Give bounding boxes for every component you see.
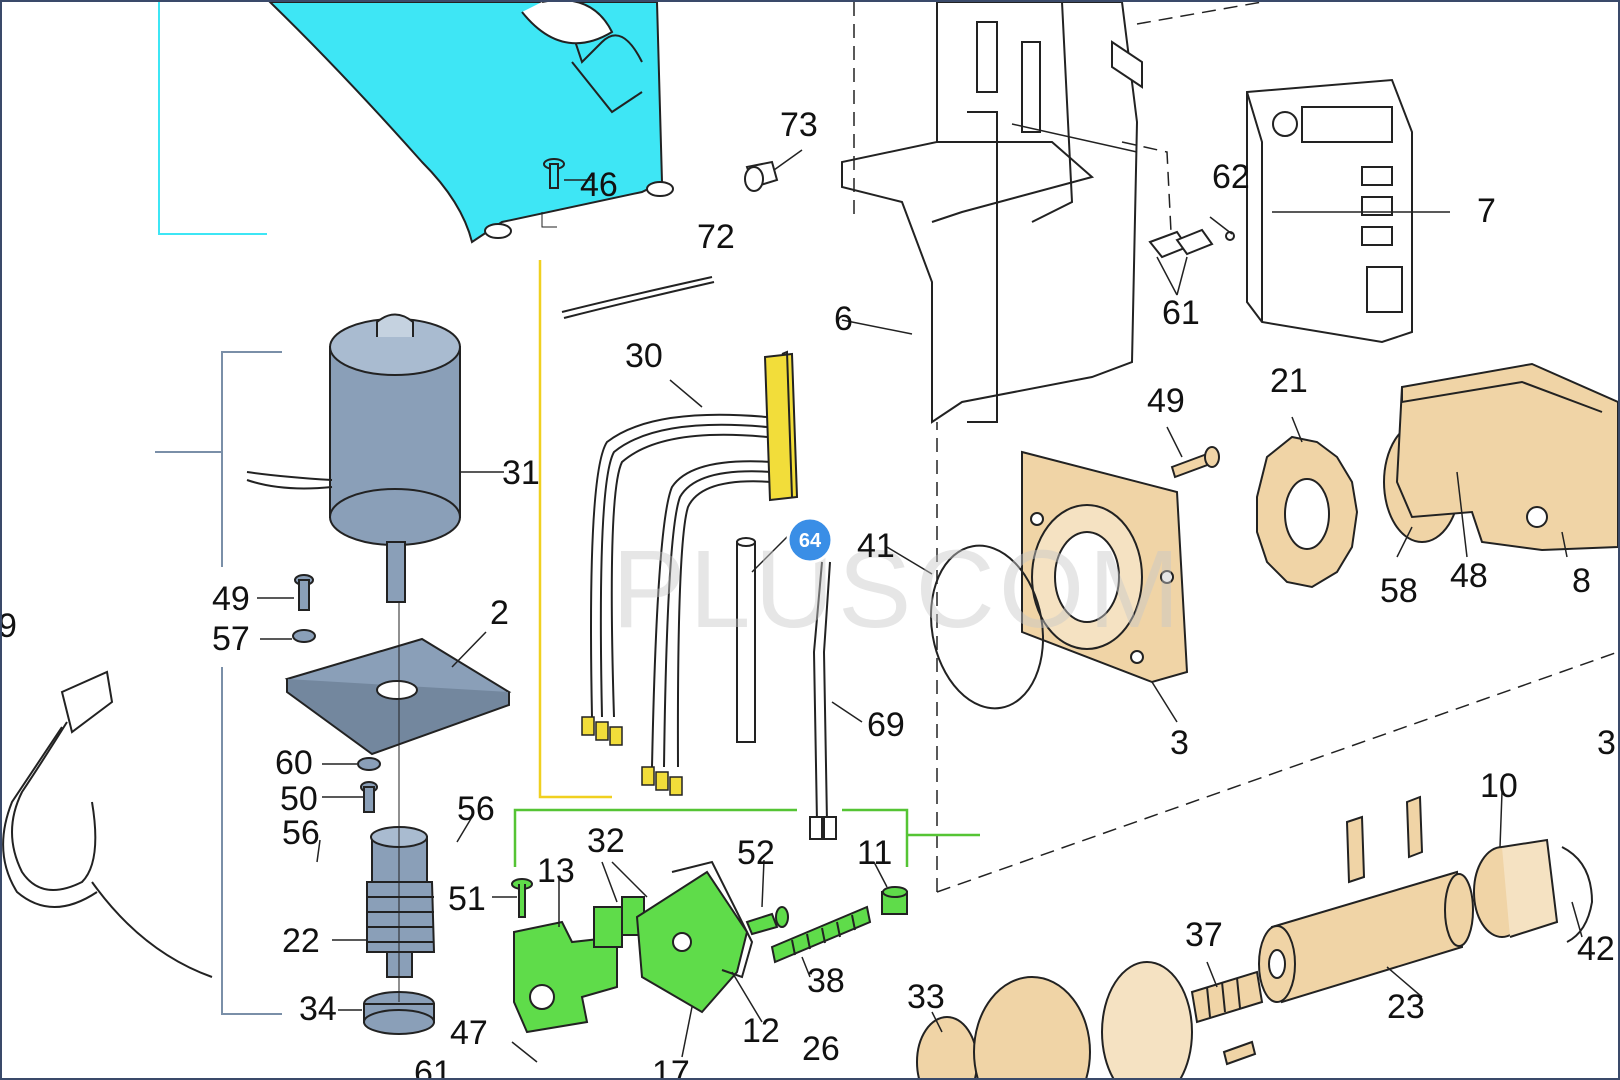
- label-57: 57: [212, 620, 250, 658]
- label-8: 8: [1572, 562, 1591, 600]
- label-48: 48: [1450, 557, 1488, 595]
- washer-part-34: [363, 991, 435, 1035]
- connector-strip: [763, 350, 799, 502]
- label-41: 41: [857, 527, 895, 565]
- label-49-right: 49: [1147, 382, 1185, 420]
- motor-part-31: [246, 313, 461, 603]
- oring-part-41: [929, 544, 1045, 710]
- label-56-right: 56: [457, 790, 495, 828]
- knob-part-11: [881, 886, 908, 915]
- label-37: 37: [1185, 916, 1223, 954]
- label-11: 11: [857, 834, 892, 872]
- label-2: 2: [490, 594, 509, 632]
- flange-part-3: [1021, 450, 1189, 684]
- label-21: 21: [1270, 362, 1308, 400]
- label-31: 31: [502, 454, 540, 492]
- small-hardware-parts: [292, 574, 381, 813]
- label-38: 38: [807, 962, 845, 1000]
- gear-part-21: [1256, 435, 1359, 589]
- label-12: 12: [742, 1012, 780, 1050]
- label-47: 47: [450, 1014, 488, 1052]
- cover-housing: [158, 2, 674, 244]
- gear-housing-part-8: [1395, 362, 1618, 552]
- gear-part-33: [916, 961, 1193, 1078]
- watermark: PLUSCOM: [612, 528, 1184, 651]
- label-22: 22: [282, 922, 320, 960]
- label-50: 50: [280, 780, 318, 818]
- screw-part-51: [511, 878, 533, 918]
- label-61-top: 61: [1162, 294, 1200, 332]
- badge-label: 64: [799, 530, 822, 552]
- part-labels: 73 46 72 62 7 6 61 30 31 49 21 49 57 2 4…: [2, 106, 1616, 1078]
- screw-part-46: [541, 158, 565, 228]
- label-7: 7: [1477, 192, 1496, 230]
- screw-part-73: [744, 160, 779, 192]
- motor-group-bracket: [155, 351, 282, 1015]
- yellow-assembly-line: [538, 260, 612, 799]
- label-17: 17: [652, 1054, 690, 1078]
- leader-lines: [257, 123, 1583, 1063]
- label-58: 58: [1380, 572, 1418, 610]
- label-46: 46: [580, 166, 618, 204]
- part-badge-64[interactable]: 64: [786, 516, 834, 564]
- label-61-bottom: 61: [414, 1054, 452, 1078]
- label-26: 26: [802, 1030, 840, 1068]
- label-69: 69: [867, 706, 905, 744]
- power-cable: [2, 670, 213, 978]
- green-assembly-bracket: [513, 808, 980, 867]
- clips-part-61: [1148, 228, 1235, 259]
- label-72: 72: [697, 218, 735, 256]
- dashed-assembly-lines: [853, 2, 1618, 893]
- label-33: 33: [907, 978, 945, 1016]
- label-10: 10: [1480, 767, 1518, 805]
- wire-harness-part-30: [590, 413, 773, 768]
- rod-part-64: [736, 537, 756, 743]
- label-42: 42: [1577, 930, 1615, 968]
- label-30: 30: [625, 337, 663, 375]
- mounting-plate-part-2: [284, 637, 512, 756]
- label-51: 51: [448, 880, 486, 918]
- label-9: 9: [2, 607, 17, 645]
- spring-part-38: [770, 905, 872, 964]
- wire-terminals: [581, 716, 683, 796]
- label-3-edge: 3: [1597, 724, 1616, 762]
- bushing-part-10: [1473, 838, 1559, 938]
- circlip-part-42: [1561, 846, 1594, 943]
- shaft-part-23: [1258, 795, 1474, 1004]
- wire-part-72: [561, 276, 713, 313]
- label-23: 23: [1387, 988, 1425, 1026]
- label-3: 3: [1170, 724, 1189, 762]
- spring-part-37: [1190, 970, 1264, 1024]
- post-part-6: [841, 2, 1143, 424]
- label-56-left: 56: [282, 814, 320, 852]
- limit-switch-parts: [513, 860, 754, 1034]
- label-34: 34: [299, 990, 337, 1028]
- label-62: 62: [1212, 158, 1250, 196]
- label-73: 73: [780, 106, 818, 144]
- cable-part-69: [809, 561, 837, 840]
- label-32: 32: [587, 822, 625, 860]
- screw-part-52: [745, 906, 789, 936]
- label-13: 13: [537, 852, 575, 890]
- coupling-part-22: [366, 826, 436, 978]
- wire-part-72b: [563, 281, 715, 319]
- label-6: 6: [834, 300, 853, 338]
- label-49-left: 49: [212, 580, 250, 618]
- label-60: 60: [275, 744, 313, 782]
- label-52: 52: [737, 834, 775, 872]
- screw-part-49-right: [1170, 446, 1220, 479]
- control-box-part-7: [1246, 78, 1413, 344]
- screw-part-26: [1222, 1040, 1257, 1066]
